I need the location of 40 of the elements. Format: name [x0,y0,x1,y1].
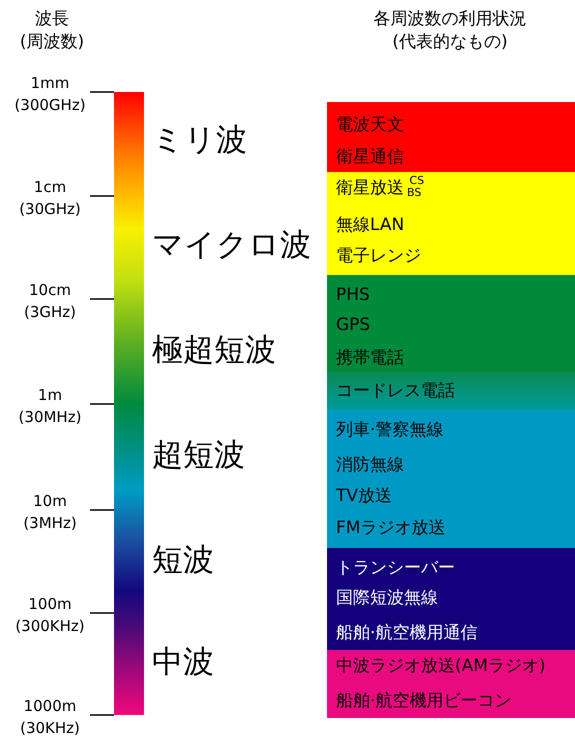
band-name: 短波 [152,542,214,578]
usage-band-block [327,548,575,650]
band-name: 超短波 [152,437,245,473]
tick-label: 1cm (30GHz) [18,177,82,220]
usage-item: GPS [336,314,370,336]
column-heading: 各周波数の利用状況 (代表的なもの) [372,8,528,54]
usage-band-block [327,650,575,718]
tick-label: 1mm (300GHz) [13,73,87,116]
usage-band-block [327,410,575,548]
usage-item: トランシーバー [336,557,455,579]
usage-item: 消防無線 [336,454,404,476]
usage-item: 国際短波無線 [336,587,438,609]
usage-item: 衛星通信 [336,146,404,168]
spectrum-bar [114,92,144,715]
band-name: ミリ波 [152,122,247,158]
usage-band-block [327,102,575,172]
usage-item: コードレス電話 [336,380,455,402]
usage-item: 電波天文 [336,114,404,136]
usage-item: 中波ラジオ放送(AMラジオ) [336,655,546,677]
tick-label: 10cm (3GHz) [22,280,78,323]
tick-label: 1m (30MHz) [18,385,82,428]
tick-label: 1000m (30KHz) [19,696,81,739]
band-name: 中波 [152,644,214,680]
usage-band-block [327,275,575,372]
usage-item: FMラジオ放送 [336,517,446,539]
usage-item: PHS [336,284,370,306]
tick-label: 100m (300KHz) [14,594,86,637]
usage-band-block [327,172,575,275]
band-name: マイクロ波 [152,227,311,263]
column-heading: 波長 (周波数) [18,8,86,54]
usage-item: 電子レンジ [336,245,421,267]
usage-item: 船舶·航空機用通信 [336,622,478,644]
usage-item: 列車·警察無線 [336,419,444,441]
tick-label: 10m (3MHz) [22,491,78,534]
usage-item: 携帯電話 [336,347,404,369]
usage-item: TV放送 [336,485,392,507]
usage-item: 無線LAN [336,214,404,236]
usage-band-block [327,372,575,410]
usage-item: 船舶·航空機用ビーコン [336,690,512,712]
band-name: 極超短波 [152,332,276,368]
